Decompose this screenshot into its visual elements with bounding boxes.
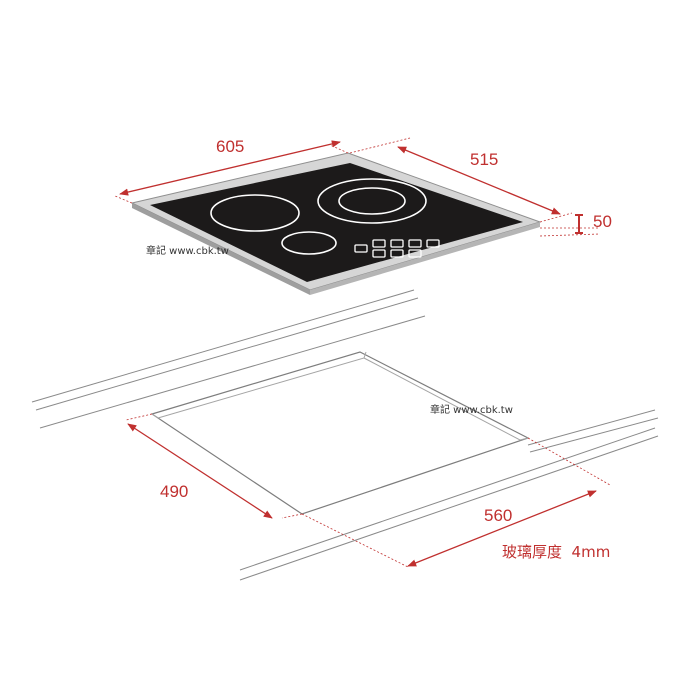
control-key	[372, 249, 386, 258]
cooktop	[130, 152, 542, 295]
cutout-opening	[150, 351, 530, 515]
cooktop-glass	[150, 163, 523, 282]
control-key	[426, 239, 440, 248]
dimension-label-515: 515	[470, 150, 498, 169]
dimension-label-605: 605	[216, 137, 244, 156]
control-key	[354, 244, 368, 253]
control-key	[390, 249, 404, 258]
cutout-extension-lines	[125, 413, 611, 568]
touch-control-panel	[354, 239, 440, 258]
glass-thickness-note: 玻璃厚度 4mm	[502, 543, 610, 561]
control-key	[372, 239, 386, 248]
dimension-marker-50	[575, 214, 583, 234]
countertop-front-edge-left	[39, 315, 426, 429]
control-key	[390, 239, 404, 248]
watermark-top: 章記 www.cbk.tw	[146, 244, 229, 257]
dimension-label-490: 490	[160, 482, 188, 501]
cooktop-frame-edge-right	[310, 222, 540, 295]
dimension-label-50: 50	[593, 212, 612, 231]
cutout-inner-edge-right	[363, 357, 529, 441]
control-key	[408, 239, 422, 248]
countertop-right-edge	[527, 409, 656, 446]
cutout-inner-edge-left	[151, 413, 159, 419]
dimension-line-605	[119, 140, 341, 196]
control-key	[408, 249, 422, 258]
countertop-rear-edge	[31, 289, 415, 403]
dimension-line-560	[407, 490, 597, 567]
countertop-right-edge-2	[529, 417, 659, 453]
cooking-zone-small	[281, 231, 337, 255]
watermark-bottom: 章記 www.cbk.tw	[430, 403, 513, 416]
dimension-line-490	[127, 423, 273, 519]
dimension-label-560: 560	[484, 506, 512, 525]
cutout-outline	[150, 351, 530, 515]
cooktop-frame-edge	[132, 203, 310, 295]
countertop-rear-edge-2	[35, 297, 419, 411]
dimension-line-515	[397, 146, 561, 215]
